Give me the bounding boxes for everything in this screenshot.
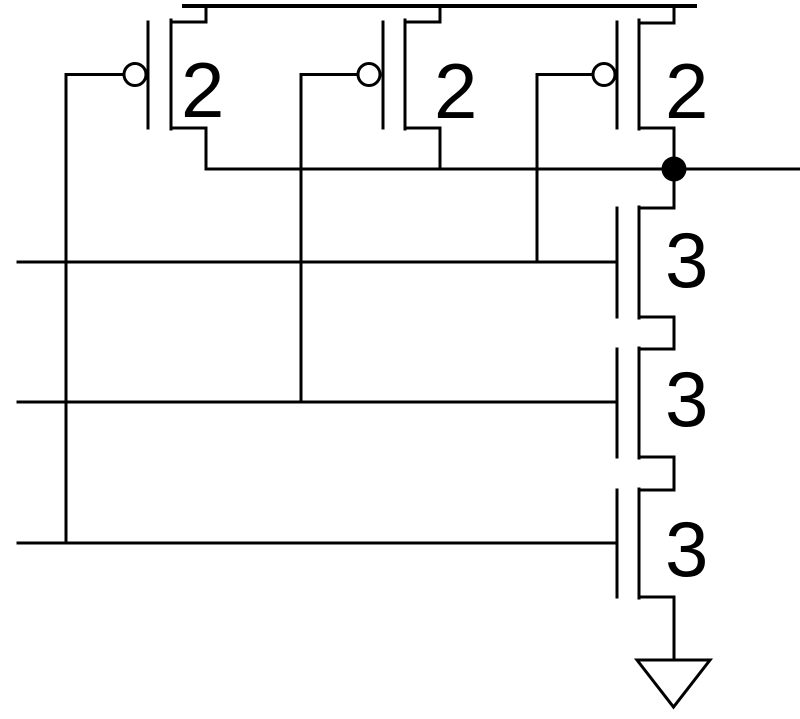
pmos-transistor-2: 2 [356, 6, 477, 171]
pmos2-source-wire [403, 6, 442, 24]
ground-triangle-icon [633, 658, 714, 710]
pmos1-drain-wire [169, 126, 208, 171]
inversion-bubble-icon [591, 62, 617, 87]
pmos2-width-label: 2 [434, 47, 477, 135]
pmos3-width-label: 2 [665, 47, 708, 135]
nmos2-nmos3-link-wire [637, 455, 676, 492]
input-b-to-pmos2-gate-wire [299, 73, 360, 404]
nmos1-drain-wire [637, 167, 676, 210]
pmos1-source-wire [169, 6, 208, 24]
nmos-transistor-1: 3 [615, 167, 708, 320]
nmos3-width-label: 3 [665, 505, 708, 593]
pmos3-drain-wire [637, 126, 676, 171]
nmos2-width-label: 3 [665, 355, 708, 443]
pmos-transistor-3: 2 [591, 6, 708, 171]
pmos-transistor-1: 2 [122, 6, 224, 171]
nmos1-width-label: 3 [665, 216, 708, 304]
nmos-transistor-3: 3 [615, 487, 708, 600]
nmos1-nmos2-link-wire [637, 315, 676, 351]
pmos1-width-label: 2 [181, 46, 224, 134]
input-a-to-pmos3-gate-wire [535, 73, 595, 264]
nmos3-ground-link-wire [637, 595, 676, 662]
inversion-bubble-icon [356, 62, 382, 87]
inversion-bubble-icon [122, 62, 148, 87]
nmos-transistor-2: 3 [615, 346, 708, 460]
pmos2-drain-wire [403, 126, 442, 171]
ground-symbol [633, 658, 714, 710]
input-c-net [16, 73, 619, 545]
output-net [204, 156, 800, 182]
input-b-net [16, 73, 619, 404]
input-a-net [16, 73, 619, 264]
input-c-to-pmos1-gate-wire [64, 73, 126, 545]
pmos3-source-wire [637, 6, 676, 25]
